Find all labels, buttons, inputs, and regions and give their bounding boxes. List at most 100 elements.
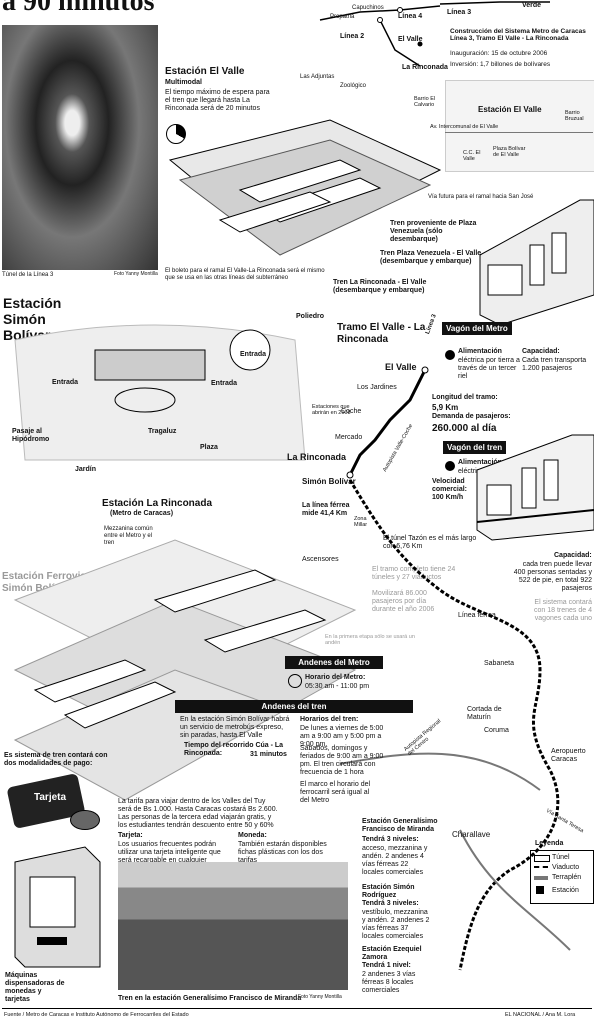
- vending-machine-icon: [14, 846, 101, 968]
- place-coruma: Coruma: [484, 727, 509, 734]
- map-label: Verde: [522, 2, 542, 9]
- horario-tren-1: De lunes a viernes de 5:00 am a 9:00 am …: [300, 725, 384, 749]
- vagon-metro-capacity-title: Capacidad:: [522, 348, 560, 355]
- sb-label-pasaje: Pasaje al Hipódromo: [12, 428, 50, 444]
- station-zamora-title: Estación Ezequiel Zamora: [362, 946, 422, 962]
- station-rodriguez-detail: vestíbulo, mezzanina y andén. 2 andenes …: [362, 909, 430, 941]
- future-branch-label: Vía futura para el ramal hacia San José: [428, 194, 534, 200]
- map-label: Línea 2: [340, 33, 365, 40]
- route-label-zona-millar: Zona Millar: [354, 516, 368, 529]
- place-charallave: Charallave: [452, 830, 491, 839]
- smart-card-label: Tarjeta: [34, 792, 67, 803]
- vagon-tren-fleet-text: El sistema contará con 18 trenes de 4 va…: [534, 599, 592, 623]
- power-icon: [445, 350, 455, 360]
- railway-route: [340, 479, 571, 971]
- anden-note: En la primera etapa sólo se usará un and…: [325, 634, 415, 647]
- page-title: a 90 minutos: [2, 0, 155, 17]
- tazon-note: El túnel Tazón es el más largo con 6,76 …: [383, 535, 477, 551]
- la-rinconada-title: Estación La Rinconada: [102, 498, 213, 509]
- sb-label-jardin: Jardín: [75, 466, 97, 473]
- map-label: Línea 4: [398, 13, 423, 20]
- map-label: Línea 3: [447, 9, 472, 16]
- andenes-metro-title: Andenes del Metro: [285, 656, 383, 669]
- station-miranda-detail: acceso, mezzanina y andén. 2 andenes 4 v…: [362, 845, 428, 877]
- andenes-tren-text: En la estación Simón Bolívar habrá un se…: [180, 716, 290, 740]
- station-mercado: Mercado: [335, 434, 363, 441]
- map-label: Propatria: [330, 14, 355, 20]
- place-aeropuerto: Aeropuerto Caracas: [551, 748, 586, 764]
- movilizara-note: Movilizará 86.000 pasajeros por día dura…: [372, 590, 435, 614]
- moneda-text: También estarán disponibles fichas plást…: [238, 841, 327, 865]
- metro-car-illustration: [479, 199, 594, 326]
- tramo-length-value: 5,9 Km: [432, 403, 459, 412]
- train-lr-elvalle-label: Tren La Rinconada - El Valle (desembarqu…: [333, 279, 427, 295]
- sb-label-plaza: Plaza: [200, 444, 218, 451]
- tunnel-photo: [2, 25, 158, 270]
- vagon-tren-capacity-text: cada tren puede llevar 400 personas sent…: [513, 561, 592, 593]
- ferroviaria-title: Estación Ferroviaria Simón Bolívar: [2, 571, 99, 594]
- horario-tren-2: Sábados, domingos y feriados de 9:00 am …: [300, 745, 384, 777]
- place-sabaneta: Sabaneta: [484, 660, 514, 667]
- legend-item: Terraplén: [552, 874, 582, 881]
- tramo-title: Tramo El Valle - La Rinconada: [337, 322, 426, 345]
- power-icon: [445, 461, 455, 471]
- train-pv-elvalle-label: Tren Plaza Venezuela - El Valle (desemba…: [380, 250, 482, 266]
- horarios-tren-title: Horarios del tren:: [300, 716, 359, 723]
- station-la-rinconada: La Rinconada: [287, 452, 347, 462]
- footer-credit: EL NACIONAL / Ana M. Lora: [505, 1012, 576, 1018]
- station-zamora-levels: Tendrá 1 nivel:: [362, 962, 411, 969]
- loc-label: Barrio Bruzual: [565, 110, 584, 123]
- vagon-tren-power-title: Alimentación: [458, 459, 502, 466]
- station-miranda-title: Estación Generalísimo Francisco de Miran…: [362, 818, 438, 834]
- map-note-investment: Inversión: 1,7 billones de bolívares: [450, 61, 551, 68]
- el-valle-station-diagram: [168, 119, 442, 256]
- clock-icon: [288, 674, 302, 688]
- el-valle-title: Estación El Valle: [165, 66, 245, 77]
- sb-label-poliedro: Poliedro: [296, 313, 325, 320]
- horario-tren-3: El marco el horario del ferrocarril será…: [300, 781, 371, 805]
- loc-label: Av. Intercomunal de El Valle: [430, 124, 499, 130]
- vagon-tren-title: Vagón del tren: [443, 441, 507, 454]
- payment-intro: Es sistema de tren contará con dos modal…: [4, 752, 108, 768]
- map-note-construction: Construcción del Sistema Metro de Caraca…: [450, 28, 586, 43]
- tiempo-recorrido-label: Tiempo del recorrido Cúa - La Rinconada:: [184, 742, 284, 758]
- map-label: El Valle: [398, 36, 423, 43]
- footer-source: Fuente / Metro de Caracas e Instituto Au…: [4, 1012, 189, 1018]
- line-3-badge: Línea 3: [425, 313, 438, 336]
- vagon-tren-speed-label: Velocidad comercial:: [432, 478, 468, 494]
- ticket-note: El boleto para el ramal El Valle-La Rinc…: [165, 268, 325, 281]
- map-label: Zoológico: [340, 83, 367, 89]
- tunnel-legend-icon: [534, 855, 550, 862]
- vagon-metro-title: Vagón del Metro: [442, 322, 512, 335]
- tarifa-text: La tarifa para viajar dentro de los Vall…: [118, 798, 278, 830]
- legend-item: Túnel: [552, 854, 570, 861]
- el-valle-text: El tiempo máximo de espera para el tren …: [165, 89, 270, 113]
- location-map: [445, 80, 594, 172]
- train-photo-caption: Tren en la estación Generalísimo Francis…: [118, 995, 302, 1002]
- horario-metro-label: Horario del Metro:: [305, 674, 366, 681]
- road-line: [445, 132, 593, 133]
- train-car-illustration: [476, 434, 594, 541]
- train-photo-credit: Foto Yanny Montilla: [298, 994, 342, 1000]
- el-valle-subtitle: Multimodal: [165, 79, 202, 86]
- vagon-metro-power-title: Alimentación: [458, 348, 502, 355]
- loc-label: C.C. El Valle: [463, 150, 481, 163]
- sb-label-entrada: Entrada: [52, 379, 79, 386]
- tiempo-recorrido-value: 31 minutos: [250, 751, 287, 758]
- train-photo: [118, 862, 348, 990]
- map-label: Capuchinos: [352, 5, 384, 11]
- legend-title: Leyenda: [535, 840, 564, 847]
- station-legend-icon: [536, 886, 544, 894]
- sb-label-entrada: Entrada: [211, 380, 238, 387]
- station-el-valle: El Valle: [385, 362, 417, 372]
- loc-label: Barrio El Calvario: [414, 96, 436, 109]
- map-note-inauguration: Inauguración: 15 de octubre 2006: [450, 50, 548, 57]
- loc-label: Plaza Bolívar de El Valle: [493, 146, 526, 159]
- footer-rule: [2, 1008, 592, 1009]
- station-rodriguez-title: Estación Simón Rodríguez: [362, 884, 415, 900]
- network-map: [319, 1, 550, 67]
- station-miranda-levels: Tendrá 3 niveles:: [362, 836, 419, 843]
- andenes-tren-title: Andenes del tren: [175, 700, 413, 713]
- viaduct-legend-icon: [534, 866, 548, 871]
- route-label-linea-ferrea: Línea férrea: [458, 612, 496, 619]
